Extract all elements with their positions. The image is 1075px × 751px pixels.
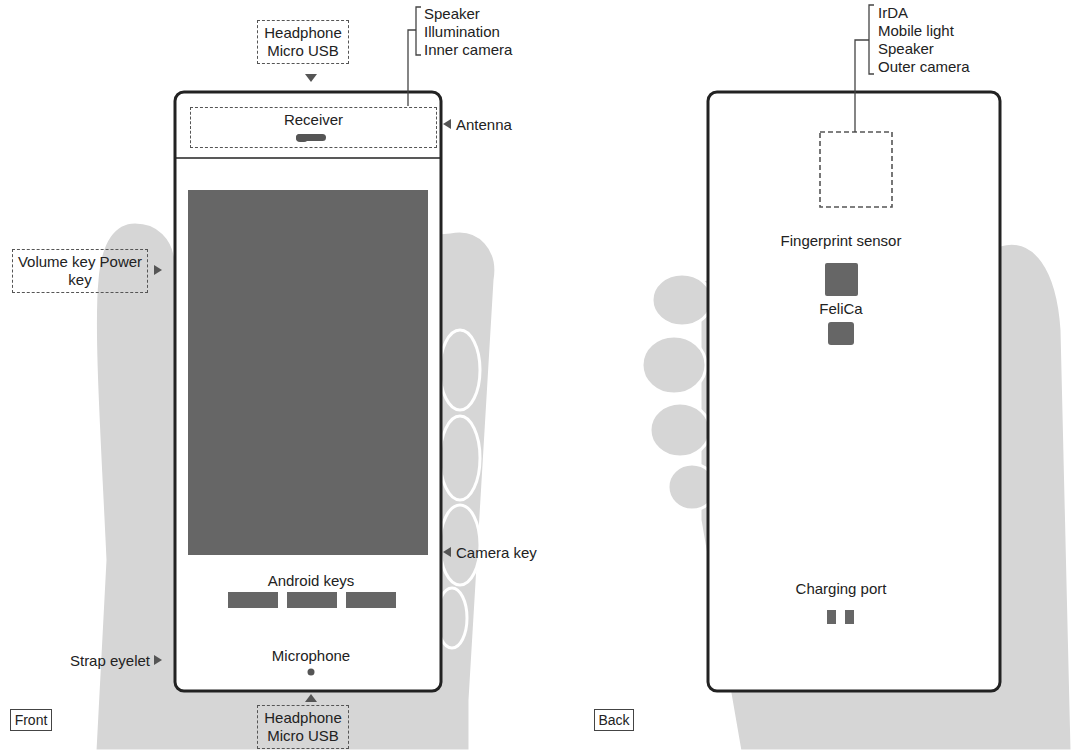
finger — [642, 336, 706, 394]
bracket — [869, 5, 874, 74]
callout-text: Volume key Power key — [17, 253, 143, 289]
callout-text: Receiver — [195, 111, 432, 129]
finger — [650, 403, 710, 457]
finger — [440, 416, 480, 500]
fingerprint-sensor — [825, 263, 858, 296]
finger — [440, 330, 480, 410]
callout-text: Headphone Micro USB — [262, 709, 344, 745]
charging-contact — [827, 610, 836, 624]
bracket — [416, 7, 421, 55]
android-key — [228, 592, 278, 608]
part-label: Speaker — [878, 40, 934, 57]
phone-front-body — [175, 92, 441, 691]
pointer-arrows — [154, 74, 451, 702]
arrow-up — [305, 694, 317, 702]
view-title-box: Back — [594, 709, 634, 731]
part-label: Outer camera — [878, 58, 970, 75]
part-label: Mobile light — [878, 22, 954, 39]
receiver-slot — [296, 134, 326, 141]
arrow-down — [305, 74, 317, 82]
leader-line — [855, 40, 869, 132]
felica-mark — [828, 322, 854, 345]
back-bracket — [855, 5, 874, 132]
phone-back-body — [708, 92, 1000, 691]
callout-box: Headphone Micro USB — [257, 20, 349, 64]
callout-box: Volume key Power key — [12, 249, 148, 293]
part-label: Antenna — [456, 116, 512, 133]
callout-box: Receiver — [190, 107, 437, 148]
front-bracket — [408, 7, 421, 106]
part-label: Inner camera — [424, 41, 512, 58]
part-label: Speaker — [424, 5, 480, 22]
callout-box: Headphone Micro USB — [257, 705, 349, 749]
part-label: Microphone — [272, 647, 350, 664]
part-label: FeliCa — [819, 300, 862, 317]
arrow-right — [154, 655, 162, 665]
part-label: Illumination — [424, 23, 500, 40]
arrow-left — [443, 119, 451, 129]
arrow-right — [154, 265, 162, 275]
part-label: Charging port — [796, 580, 887, 597]
charging-contact — [845, 610, 854, 624]
android-key — [346, 592, 396, 608]
screen — [188, 190, 428, 555]
callout-text: Back — [598, 711, 630, 729]
callout-text: Headphone Micro USB — [262, 24, 344, 60]
camera-area — [820, 132, 892, 207]
arrow-left — [443, 547, 451, 557]
part-label: Android keys — [268, 572, 355, 589]
part-label: Fingerprint sensor — [781, 232, 902, 249]
microphone-hole — [308, 669, 315, 676]
callout-text: Front — [14, 711, 48, 729]
leader-line — [408, 30, 416, 106]
part-label: IrDA — [878, 4, 908, 21]
bezel-line — [176, 157, 440, 159]
part-label: Strap eyelet — [70, 652, 150, 669]
part-label: Camera key — [456, 544, 537, 561]
view-title-box: Front — [10, 709, 52, 731]
android-key — [287, 592, 337, 608]
finger — [652, 274, 712, 326]
